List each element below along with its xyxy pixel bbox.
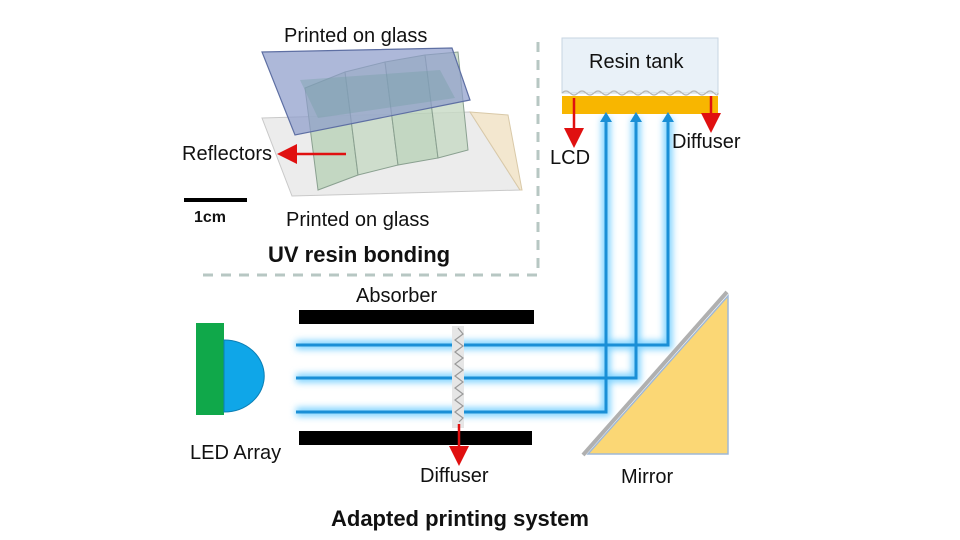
printed-on-glass-top-label: Printed on glass (284, 25, 428, 47)
diffuser-top-label: Diffuser (672, 131, 741, 153)
beam-arrowhead (630, 112, 642, 122)
led-lens (223, 339, 265, 413)
diffuser-lcd-layer (562, 96, 718, 114)
main-title: Adapted printing system (331, 506, 589, 531)
mirror-label: Mirror (621, 466, 674, 488)
side-wall (469, 111, 523, 191)
printed-on-glass-bottom-label: Printed on glass (286, 209, 430, 231)
beam-arrowhead (600, 112, 612, 122)
reflector-device-illustration (184, 47, 523, 202)
light-beams (296, 112, 674, 417)
resin-surface-wave (561, 90, 719, 96)
inset-dashed-border (196, 42, 540, 277)
mirror-prism (586, 294, 729, 455)
inset-title: UV resin bonding (268, 242, 451, 267)
resin-tank (561, 37, 719, 94)
led-board (196, 323, 224, 415)
absorber-label: Absorber (356, 285, 438, 307)
absorber-top (299, 310, 534, 324)
scale-bar-label: 1cm (194, 209, 227, 226)
resin-tank-label: Resin tank (589, 51, 684, 73)
mirror-surface (581, 290, 729, 457)
top-glass-plate (261, 47, 471, 136)
lcd-label: LCD (550, 147, 591, 169)
beam-arrowhead (662, 112, 674, 122)
diffuser-bottom-label: Diffuser (420, 465, 489, 487)
top-glass-highlight (300, 70, 455, 118)
led-array-label: LED Array (190, 442, 282, 464)
diffuser-panel-wave (454, 327, 464, 423)
reflectors-label: Reflectors (182, 143, 273, 165)
light-beam (296, 118, 638, 380)
absorber-bottom (299, 431, 532, 445)
light-beam (296, 118, 670, 347)
diffuser-panel (452, 326, 464, 428)
light-beam (296, 118, 608, 414)
